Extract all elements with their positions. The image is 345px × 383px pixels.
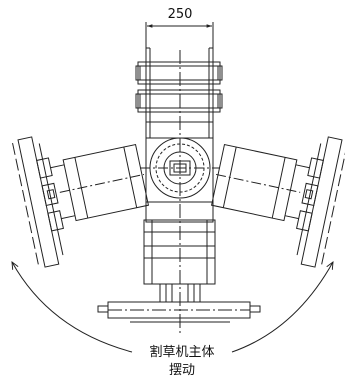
right-swing-assembly bbox=[210, 136, 345, 268]
left-blade-dashed bbox=[12, 142, 40, 267]
main-body-center bbox=[97, 47, 261, 336]
left-swing-assembly bbox=[12, 136, 150, 268]
right-blade-dashed bbox=[320, 142, 345, 267]
right-swing-arrow bbox=[231, 262, 333, 353]
left-blade-plate bbox=[17, 136, 60, 268]
left-swing-arrow bbox=[12, 262, 133, 353]
right-blade-plate bbox=[300, 136, 343, 268]
caption-line-1: 割草机主体 bbox=[149, 344, 214, 360]
caption-line-2: 摆动 bbox=[169, 363, 195, 378]
middle-clamp-block bbox=[137, 89, 221, 113]
dimension-label: 250 bbox=[168, 7, 193, 22]
left-arm bbox=[62, 143, 150, 222]
hub-housing bbox=[145, 121, 214, 223]
upper-clamp-block bbox=[137, 61, 221, 85]
dimension-250: 250 bbox=[145, 7, 214, 52]
